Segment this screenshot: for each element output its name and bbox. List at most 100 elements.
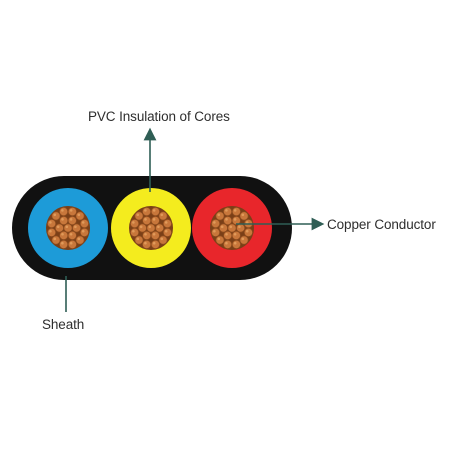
copper-strand [150, 230, 160, 241]
copper-strand-highlight [217, 213, 221, 217]
copper-strand [223, 206, 233, 217]
core-red-conductor [210, 206, 254, 250]
copper-strand-highlight [69, 218, 73, 221]
copper-strand-highlight [132, 229, 135, 233]
copper-strand [67, 206, 78, 217]
copper-strand [150, 239, 160, 250]
copper-strand [67, 239, 78, 250]
copper-strand [58, 239, 69, 250]
copper-strand [223, 215, 233, 226]
copper-strand-highlight [225, 209, 228, 212]
copper-strand-highlight [144, 241, 147, 245]
copper-strand-highlight [77, 237, 81, 241]
copper-strand-highlight [49, 221, 52, 224]
copper-strand [210, 227, 221, 237]
copper-strand [239, 211, 249, 221]
copper-strand-highlight [152, 232, 156, 236]
copper-strand-highlight [81, 221, 85, 224]
copper-strand-highlight [241, 213, 245, 217]
copper-strand-highlight [144, 209, 147, 212]
copper-strand [215, 211, 225, 221]
core-blue [28, 188, 108, 268]
copper-strand-highlight [164, 221, 168, 224]
copper-strand-highlight [132, 221, 135, 224]
copper-strand [210, 219, 221, 229]
copper-strand-highlight [69, 241, 73, 245]
copper-strand-highlight [233, 241, 237, 245]
copper-strand-highlight [81, 229, 85, 233]
copper-strand [223, 230, 233, 241]
copper-strand-highlight [241, 237, 245, 241]
copper-strand-highlight [56, 225, 60, 229]
copper-strand-highlight [53, 213, 57, 217]
copper-strand-highlight [152, 218, 156, 221]
copper-strand [46, 227, 57, 237]
copper-strand-highlight [61, 209, 64, 212]
copper-strand [59, 215, 69, 226]
core-yellow [111, 188, 191, 268]
copper-strand [72, 223, 82, 233]
copper-strand-highlight [77, 213, 81, 217]
copper-strand-highlight [136, 213, 140, 217]
copper-strand [243, 227, 254, 237]
label-sheath: Sheath [42, 317, 85, 332]
copper-strand [63, 223, 73, 233]
copper-strand [158, 235, 168, 245]
copper-strand-highlight [225, 232, 228, 236]
copper-strand [231, 239, 241, 250]
copper-strand [236, 223, 246, 233]
copper-strand-highlight [61, 232, 64, 236]
copper-strand [142, 230, 152, 241]
copper-strand-highlight [233, 209, 237, 212]
copper-strand [146, 223, 156, 233]
copper-strand-highlight [74, 225, 77, 229]
copper-strand [79, 227, 90, 237]
copper-strand [129, 227, 140, 237]
copper-strand [134, 235, 144, 245]
copper-strand-highlight [139, 225, 143, 229]
copper-strand [215, 235, 225, 245]
copper-strand [150, 215, 160, 226]
copper-strand [142, 239, 152, 250]
copper-strand-highlight [217, 237, 221, 241]
copper-strand [46, 219, 57, 229]
core-yellow-conductor [129, 206, 173, 250]
copper-strand-highlight [49, 229, 52, 233]
copper-strand-highlight [61, 241, 64, 245]
core-blue-conductor [46, 206, 90, 250]
copper-strand-highlight [69, 232, 73, 236]
copper-strand-highlight [152, 209, 156, 212]
copper-strand [137, 223, 147, 233]
copper-strand [79, 219, 90, 229]
copper-strand-highlight [229, 225, 233, 229]
copper-strand-highlight [152, 241, 156, 245]
copper-strand [67, 215, 77, 226]
copper-strand [142, 206, 152, 217]
label-pvc-insulation: PVC Insulation of Cores [88, 109, 230, 124]
copper-strand [129, 219, 140, 229]
copper-strand [54, 223, 65, 233]
copper-strand-highlight [136, 237, 140, 241]
copper-strand [150, 206, 160, 217]
copper-strand-highlight [220, 225, 224, 229]
copper-strand [75, 235, 85, 245]
core-red [192, 188, 272, 268]
copper-strand-highlight [238, 225, 241, 229]
copper-strand [75, 211, 85, 221]
copper-strand-highlight [61, 218, 64, 221]
copper-strand [223, 239, 233, 250]
copper-strand-highlight [148, 225, 152, 229]
copper-strand-highlight [160, 237, 164, 241]
copper-strand [134, 211, 144, 221]
copper-strand [59, 230, 69, 241]
copper-strand-highlight [233, 232, 237, 236]
label-copper-conductor: Copper Conductor [327, 217, 436, 232]
copper-strand-highlight [160, 213, 164, 217]
copper-strand-highlight [69, 209, 73, 212]
copper-strand [227, 223, 237, 233]
copper-strand [155, 223, 165, 233]
copper-strand [142, 215, 152, 226]
copper-strand-highlight [245, 229, 249, 233]
